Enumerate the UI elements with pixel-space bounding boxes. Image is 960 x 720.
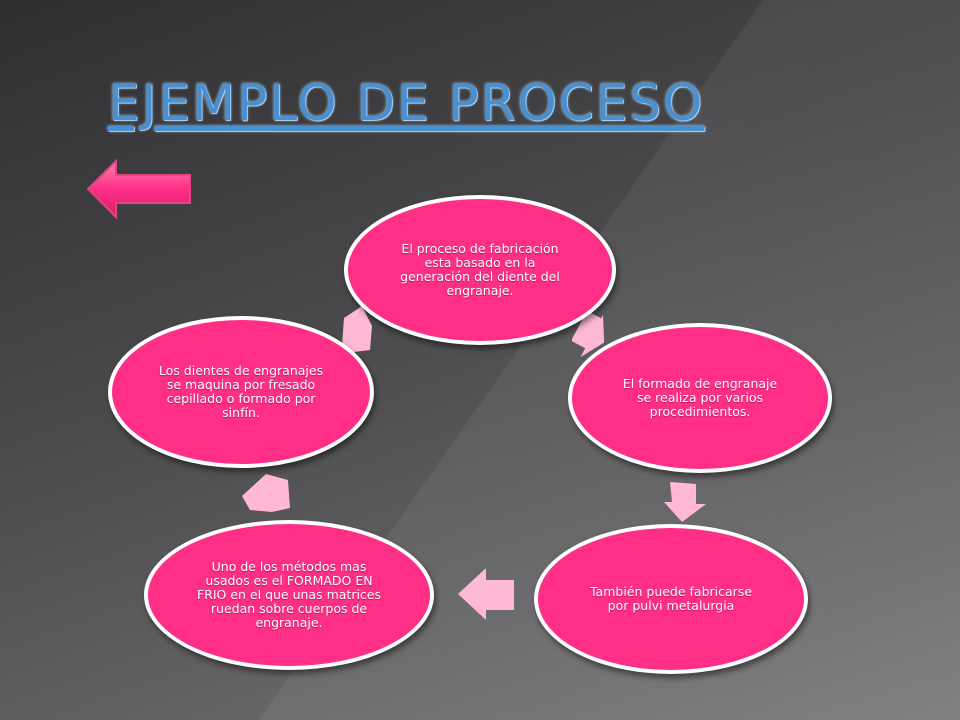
arrow-connector-icon <box>572 313 605 358</box>
cycle-node-3: También puede fabricarse por pulvi metal… <box>534 524 808 674</box>
cycle-node-5: Los dientes de engranajes se maquina por… <box>108 316 374 468</box>
arrow-connector-icon <box>664 482 706 522</box>
cycle-node-2: El formado de engranaje se realiza por v… <box>568 323 832 473</box>
cycle-node-5-text: Los dientes de engranajes se maquina por… <box>158 363 324 420</box>
cycle-node-2-text: El formado de engranaje se realiza por v… <box>622 376 778 419</box>
cycle-node-3-text: También puede fabricarse por pulvi metal… <box>589 584 753 613</box>
cycle-node-4-text: Uno de los métodos mas usados es el FORM… <box>196 559 382 630</box>
arrow-connector-icon <box>242 474 290 512</box>
slide-title: EJEMPLO DE PROCESO <box>108 74 705 132</box>
cycle-node-1: El proceso de fabricación esta basado en… <box>344 195 616 345</box>
arrow-connector-icon <box>458 568 514 620</box>
cycle-node-4: Uno de los métodos mas usados es el FORM… <box>144 520 434 670</box>
arrow-connector-icon <box>342 306 372 352</box>
left-arrow-icon[interactable] <box>86 159 194 219</box>
cycle-node-1-text: El proceso de fabricación esta basado en… <box>400 241 560 298</box>
